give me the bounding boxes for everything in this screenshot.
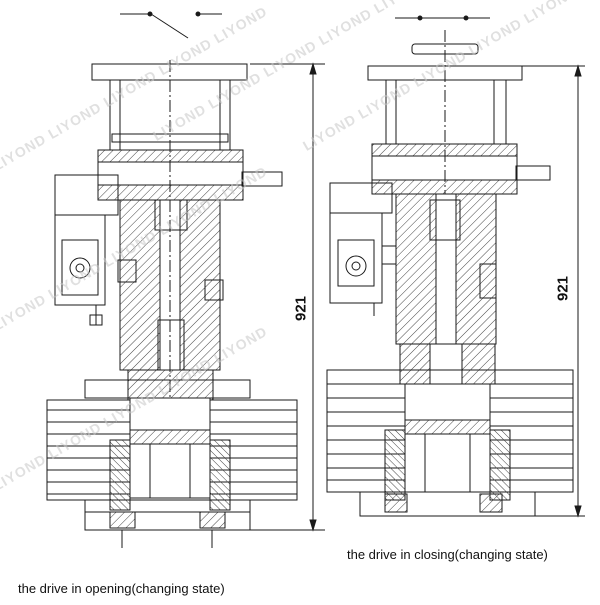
switch-symbol-open bbox=[120, 11, 222, 39]
dimension-label-opening: 921 bbox=[292, 295, 310, 322]
drive-opening-drawing bbox=[46, 11, 325, 548]
drive-closing-drawing bbox=[326, 15, 585, 518]
dimension-line-left bbox=[250, 62, 325, 532]
caption-opening: the drive in opening(changing state) bbox=[18, 581, 225, 596]
dimension-line-right bbox=[522, 64, 585, 518]
caption-closing: the drive in closing(changing state) bbox=[347, 547, 548, 562]
dimension-label-closing: 921 bbox=[554, 275, 572, 302]
switch-symbol-closed bbox=[395, 15, 490, 21]
